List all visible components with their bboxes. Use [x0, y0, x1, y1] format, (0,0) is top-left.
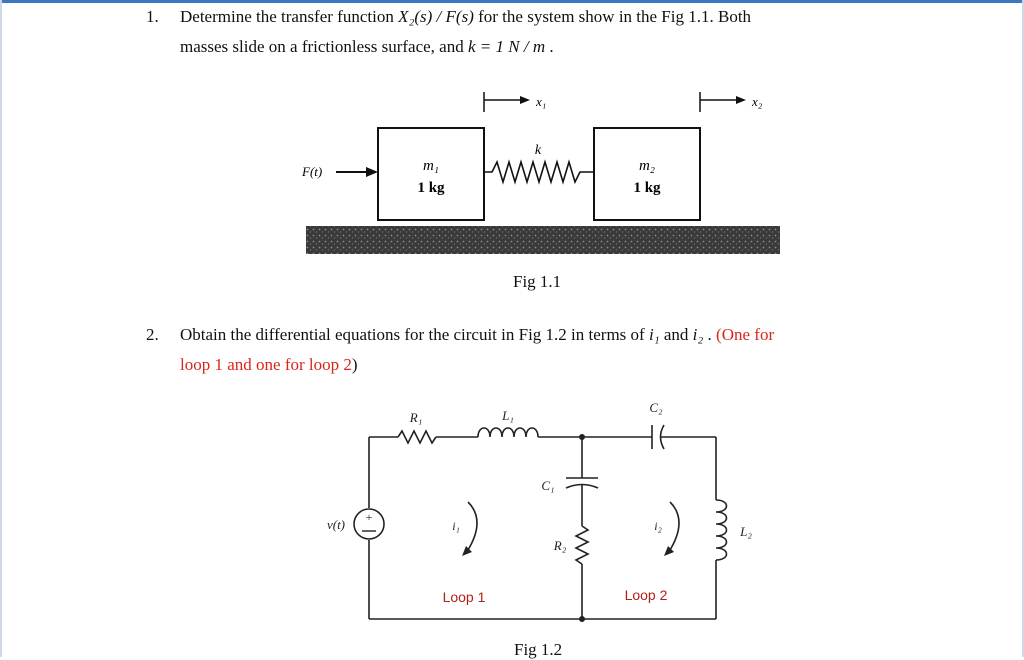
- left-border: [0, 0, 2, 657]
- inductor-l1: [477, 427, 539, 438]
- loop-1-arrowhead: [462, 546, 472, 556]
- mass-2-value: 1 kg: [633, 180, 661, 196]
- x1-label: x₁: [535, 94, 546, 109]
- question-2-number: 2.: [146, 325, 159, 344]
- r1-label: R₁: [409, 410, 422, 425]
- fig-1-2-caption: Fig 1.2: [514, 640, 563, 659]
- capacitor-c1-plate-2: [565, 483, 599, 489]
- x2-label: x₂: [751, 94, 763, 109]
- x2-displacement-arrow: x₂: [699, 92, 763, 112]
- mass-1-value: 1 kg: [417, 180, 445, 196]
- right-border: [1022, 0, 1024, 657]
- top-border: [0, 0, 1024, 3]
- question-2-line-1: Obtain the differential equations for th…: [180, 325, 775, 344]
- resistor-r1: [397, 429, 437, 445]
- force-label: F(t): [301, 164, 322, 179]
- source-plus-sign: +: [366, 510, 373, 524]
- question-1-line-2: masses slide on a frictionless surface, …: [180, 37, 554, 56]
- i2-label: i₂: [654, 519, 662, 533]
- fig-1-1-caption: Fig 1.1: [513, 272, 562, 291]
- current-i1-math: i₁: [648, 325, 660, 344]
- loop-2-label: Loop 2: [625, 587, 668, 603]
- loop-1-label: Loop 1: [443, 589, 486, 605]
- question-1-line-1: Determine the transfer function X₂(s) / …: [180, 7, 752, 26]
- mass-2-name: m₂: [639, 158, 655, 174]
- l1-label: L₁: [501, 408, 514, 423]
- l2-label: L₂: [739, 524, 752, 539]
- red-note-part-2: loop 1 and one for loop 2: [180, 355, 352, 374]
- x1-displacement-arrow: x₁: [483, 92, 546, 112]
- junction-bottom: [579, 616, 585, 622]
- question-2-line-2: loop 1 and one for loop 2): [180, 355, 358, 374]
- transfer-function-math: X₂(s) / F(s): [398, 7, 474, 26]
- junction-top: [579, 434, 585, 440]
- frictionless-surface: [306, 226, 780, 254]
- c1-label: C₁: [541, 478, 554, 493]
- mass-1-block: m₁ 1 kg: [377, 127, 485, 221]
- loop-1-current-arrow: [467, 501, 478, 551]
- loop-2-arrowhead: [664, 546, 674, 556]
- fig-1-1-mass-spring-diagram: x₁ x₂ F(t) m₁ 1 kg k m₂ 1 kg: [301, 92, 780, 254]
- fig-1-2-circuit-diagram: + R₁ L₁ C₂ C₁ R₂ L₂ v(t) i₁ i₂ Loop 1 Lo…: [327, 400, 752, 622]
- voltage-source: [353, 508, 385, 540]
- loop-2-current-arrow: [669, 501, 680, 551]
- source-label: v(t): [327, 517, 345, 532]
- spring-label: k: [535, 143, 542, 158]
- question-1-number: 1.: [146, 7, 159, 26]
- r2-label: R₂: [553, 538, 567, 553]
- force-arrow: [336, 167, 378, 177]
- spring-constant-math: k = 1 N / m: [467, 37, 546, 56]
- mass-1-name: m₁: [423, 158, 439, 174]
- c2-label: C₂: [649, 400, 663, 415]
- red-note-part-1: (One for: [716, 325, 775, 344]
- inductor-l2: [715, 499, 728, 561]
- current-i2-math: i₂: [692, 325, 704, 344]
- mass-2-block: m₂ 1 kg: [593, 127, 701, 221]
- i1-label: i₁: [452, 519, 460, 533]
- resistor-r2: [574, 525, 590, 565]
- spring: k: [484, 143, 594, 185]
